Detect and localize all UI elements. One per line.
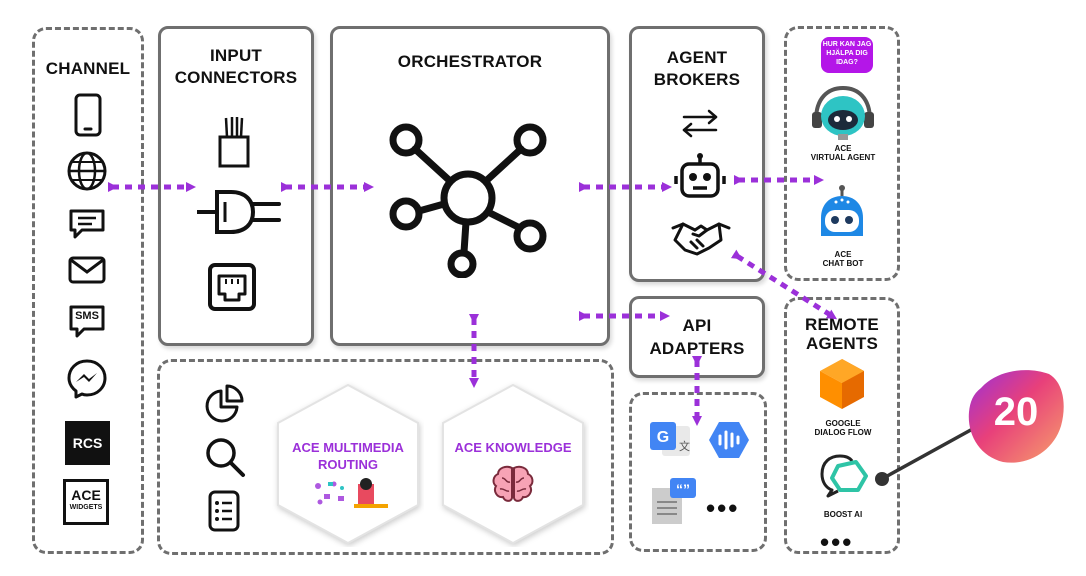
widgets-label: WIDGETS xyxy=(69,504,103,511)
power-plug-icon xyxy=(195,186,283,238)
fiber-cable-icon xyxy=(217,115,251,169)
remote-agents-title-line1: REMOTE xyxy=(805,315,879,334)
ace-widgets-badge: ACE WIDGETS xyxy=(63,479,109,525)
network-hub-icon xyxy=(384,118,552,278)
virtual-agent-line2: VIRTUAL AGENT xyxy=(810,153,876,162)
knowledge-label: ACE KNOWLEDGE xyxy=(454,440,572,455)
brain-icon xyxy=(490,464,536,504)
dialogflow-line2: DIALOG FLOW xyxy=(814,428,872,437)
ace-label: ACE xyxy=(71,487,101,503)
chat-bot-line2: CHAT BOT xyxy=(822,259,864,268)
speech-bubble-text: HUR KAN JAG HJÄLPA DIG IDAG? xyxy=(822,41,872,66)
handshake-icon xyxy=(671,220,731,256)
api-adapters-tools-panel xyxy=(629,392,767,552)
virtual-agent-line1: ACE xyxy=(834,144,852,153)
swap-arrows-icon xyxy=(680,108,720,138)
api-adapters-title-line2: ADAPTERS xyxy=(649,339,745,358)
chat-bot-avatar-icon xyxy=(813,184,871,244)
dialogflow-line1: GOOGLE xyxy=(825,419,861,428)
multimedia-routing-illustration-icon xyxy=(310,476,394,512)
checklist-icon xyxy=(207,489,241,533)
badge-number: 20 xyxy=(993,390,1039,434)
input-connectors-title-line2: CONNECTORS xyxy=(174,68,298,87)
agent-brokers-title-line1: AGENT xyxy=(666,48,728,67)
api-adapters-panel: API ADAPTERS xyxy=(629,296,765,378)
speech-bubble: HUR KAN JAG HJÄLPA DIG IDAG? xyxy=(821,37,873,73)
globe-icon xyxy=(66,150,108,192)
svg-text:文: 文 xyxy=(679,439,690,453)
remote-agents-panel: REMOTE AGENTS xyxy=(784,297,900,554)
boost-label: BOOST AI xyxy=(823,510,863,519)
chat-bot-line1: ACE xyxy=(834,250,852,259)
routing-line1: ACE MULTIMEDIA xyxy=(292,440,404,455)
chat-message-icon xyxy=(68,208,106,240)
sms-icon xyxy=(68,304,106,340)
svg-text:“”: “” xyxy=(676,481,690,497)
robot-icon xyxy=(674,152,726,204)
ethernet-port-icon xyxy=(207,262,257,312)
pie-chart-icon xyxy=(203,383,245,425)
routing-line2: ROUTING xyxy=(318,457,378,472)
agent-brokers-title-line2: BROKERS xyxy=(653,70,741,89)
channel-title: CHANNEL xyxy=(45,59,131,78)
rcs-label: RCS xyxy=(72,435,103,451)
knowledge-hexagon xyxy=(437,381,589,547)
mail-icon xyxy=(68,256,106,284)
channel-panel: CHANNEL xyxy=(32,27,144,554)
remote-agents-title-line2: AGENTS xyxy=(805,334,879,353)
document-quote-icon: “” xyxy=(650,476,698,526)
rcs-badge: RCS xyxy=(65,421,110,465)
connector-line xyxy=(872,418,984,490)
sms-label: SMS xyxy=(75,310,99,322)
virtual-agent-avatar-icon xyxy=(808,80,878,140)
search-icon xyxy=(204,436,246,478)
api-more-dots: ••• xyxy=(706,493,740,523)
routing-hexagon xyxy=(272,381,424,547)
mobile-phone-icon xyxy=(73,93,103,137)
input-connectors-title-line1: INPUT xyxy=(210,46,262,65)
messenger-icon xyxy=(66,358,108,400)
boost-ai-icon xyxy=(816,452,868,498)
number-20-badge-icon xyxy=(963,364,1069,468)
orchestrator-title: ORCHESTRATOR xyxy=(397,52,543,71)
svg-text:G: G xyxy=(657,429,669,446)
dialogflow-icon xyxy=(818,357,866,413)
speech-to-text-icon xyxy=(707,420,751,460)
api-adapters-title-line1: API xyxy=(682,316,712,335)
remote-more-dots: ••• xyxy=(820,527,854,557)
